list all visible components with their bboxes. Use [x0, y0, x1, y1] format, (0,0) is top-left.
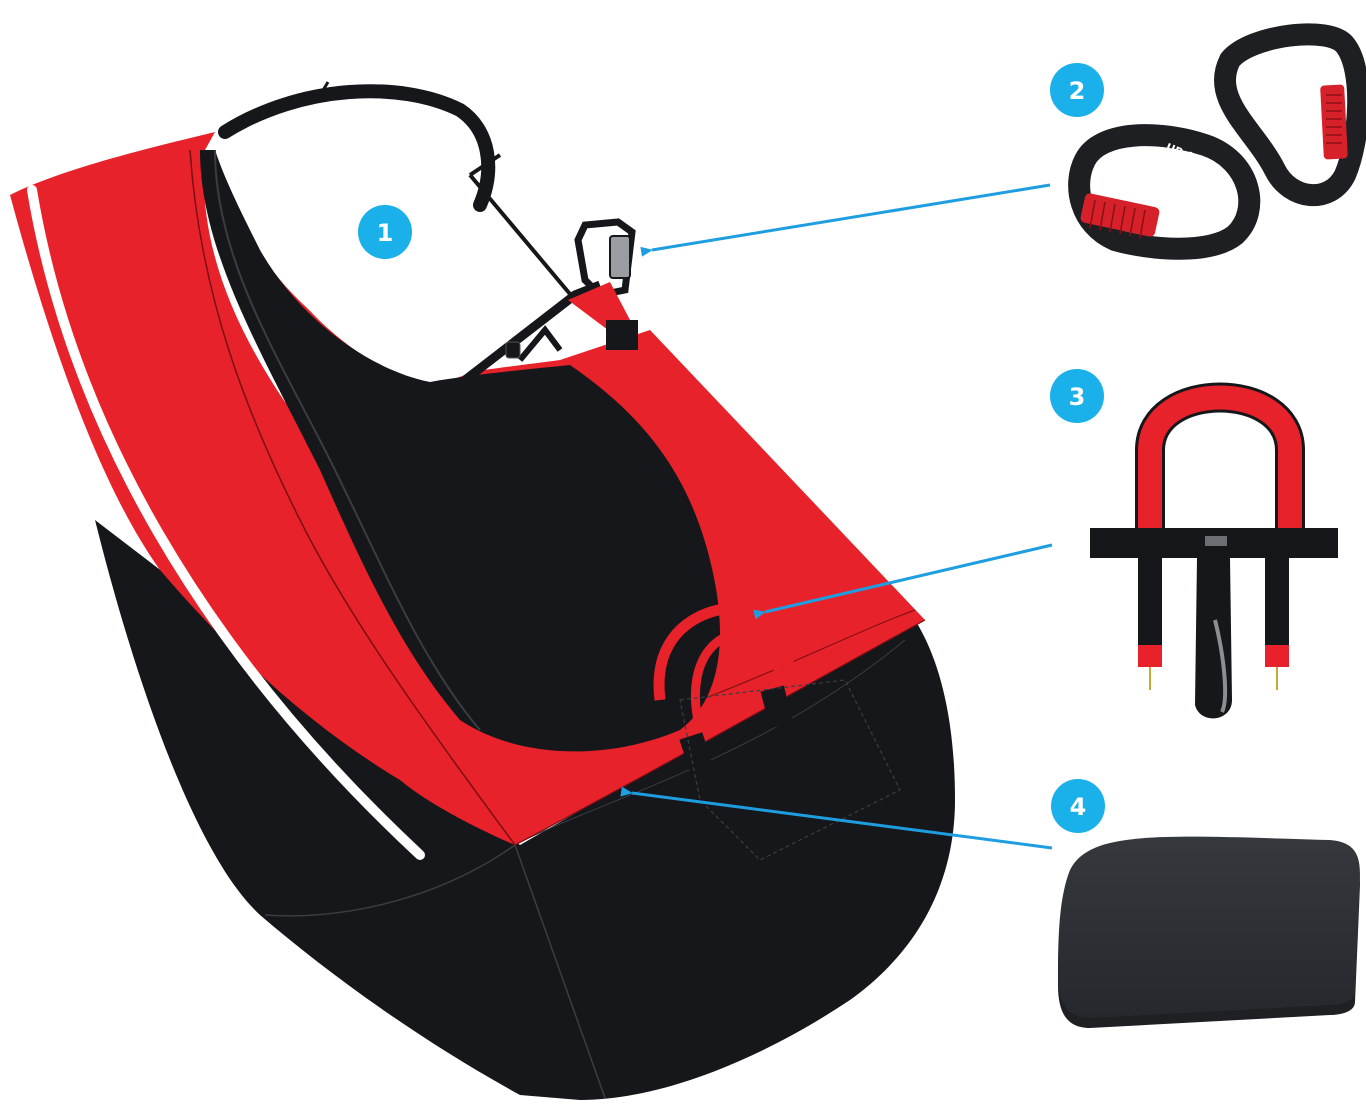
callout-number-1: 1 — [377, 219, 394, 247]
callout-badge-2: 2 — [1050, 63, 1104, 117]
leg-strap-right — [1265, 558, 1289, 648]
leg-strap-left — [1138, 558, 1162, 648]
harness — [10, 82, 955, 1100]
seat-board-top — [1058, 837, 1360, 1018]
carabiner-pair: UP AIR — [1079, 34, 1358, 248]
callout-badge-1: 1 — [358, 205, 412, 259]
leg-strap-system — [1090, 398, 1338, 719]
leg-strap-red-webbing — [1150, 398, 1290, 531]
buckle — [506, 342, 520, 358]
callout-number-2: 2 — [1069, 77, 1086, 105]
callout-badge-3: 3 — [1050, 369, 1104, 423]
seat-board — [1058, 837, 1360, 1028]
leg-strap-right-tip — [1265, 645, 1289, 667]
leg-strap-left-tip — [1138, 645, 1162, 667]
carabiner-front: UP AIR — [1079, 135, 1249, 249]
callout-number-3: 3 — [1069, 383, 1086, 411]
callout-number-4: 4 — [1070, 793, 1087, 821]
callout-badge-4: 4 — [1051, 779, 1105, 833]
leg-strap-buckle — [1205, 536, 1227, 546]
carabiner-gate — [610, 236, 630, 278]
arrow-2 — [652, 185, 1050, 250]
harness-carabiner — [568, 222, 638, 350]
